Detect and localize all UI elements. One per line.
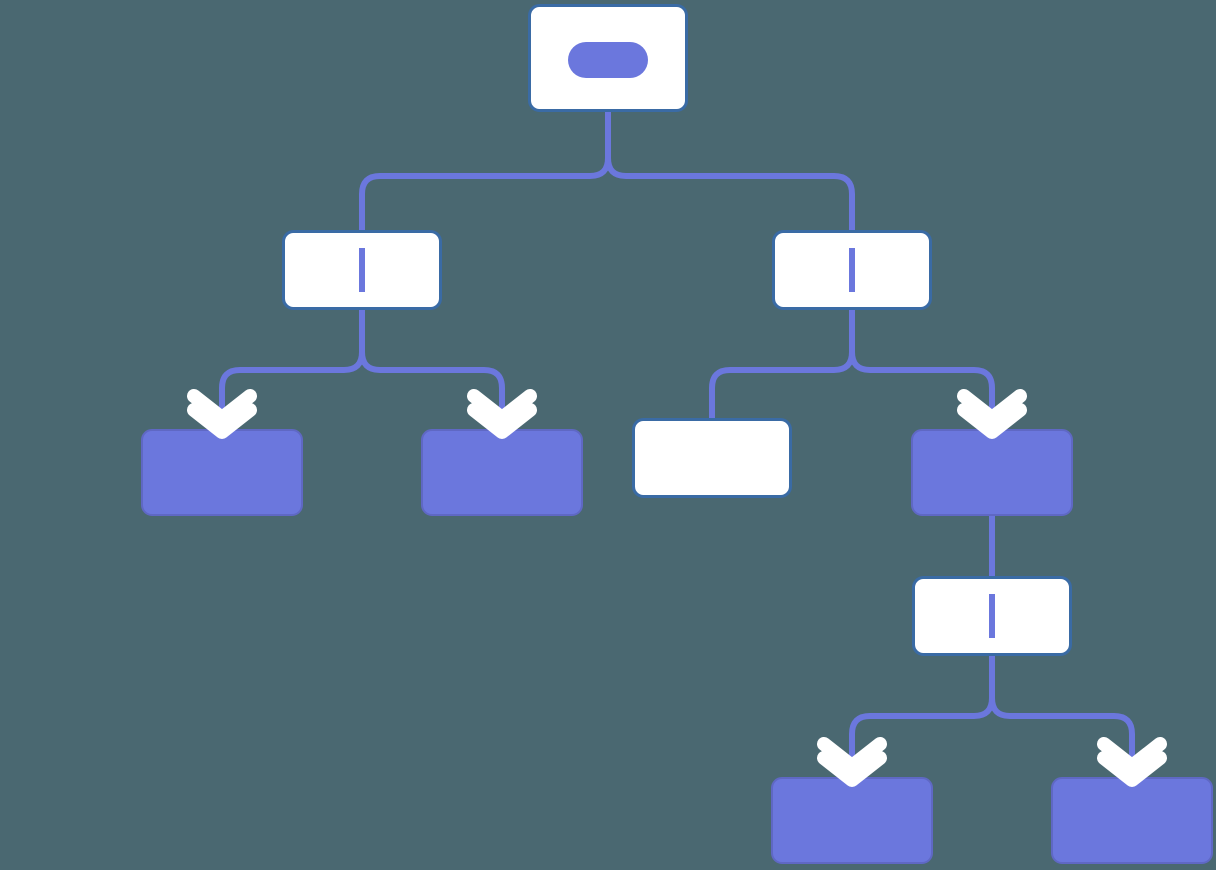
arrowhead-level4-right-chevron-inner: [1097, 751, 1167, 787]
arrowhead-level2-d-chevron-outer: [957, 389, 1027, 425]
arrowhead-layer: [187, 389, 1167, 787]
arrowhead-level4-right-chevron-outer: [1097, 737, 1167, 773]
level4-left-node[interactable]: [771, 777, 933, 864]
arrowhead-level2-b: [467, 389, 537, 439]
badge-layer: [568, 42, 648, 78]
connector-layer: [219, 78, 1135, 778]
level2-node-b[interactable]: [421, 429, 583, 516]
arrowhead-level4-left-chevron-outer: [817, 737, 887, 773]
arrowhead-level2-b-chevron-outer: [467, 389, 537, 425]
level4-right-node[interactable]: [1051, 777, 1213, 864]
connector-level1-left-to-children: [359, 310, 505, 430]
connector-root-to-level1: [605, 112, 855, 310]
arrowhead-level2-d-chevron-inner: [957, 403, 1027, 439]
connector-level3-to-level4: [989, 656, 1135, 778]
level2-node-c[interactable]: [632, 418, 792, 498]
arrowhead-level2-a: [187, 389, 257, 439]
level2-node-d[interactable]: [911, 429, 1073, 516]
arrowhead-level4-left: [817, 737, 887, 787]
arrowhead-level4-left-chevron-inner: [817, 751, 887, 787]
arrowhead-level2-a-chevron-inner: [187, 403, 257, 439]
connector-level1-right-to-children: [709, 310, 855, 418]
inner-line-layer: [359, 248, 995, 638]
node-layer: [141, 4, 1213, 864]
root-node-badge[interactable]: [568, 42, 648, 78]
arrowhead-level2-a-chevron-outer: [187, 389, 257, 425]
arrowhead-level2-d: [957, 389, 1027, 439]
arrowhead-level2-b-chevron-inner: [467, 403, 537, 439]
level2-node-a[interactable]: [141, 429, 303, 516]
connector-level1-right-to-children: [849, 310, 995, 430]
arrowhead-level4-right: [1097, 737, 1167, 787]
